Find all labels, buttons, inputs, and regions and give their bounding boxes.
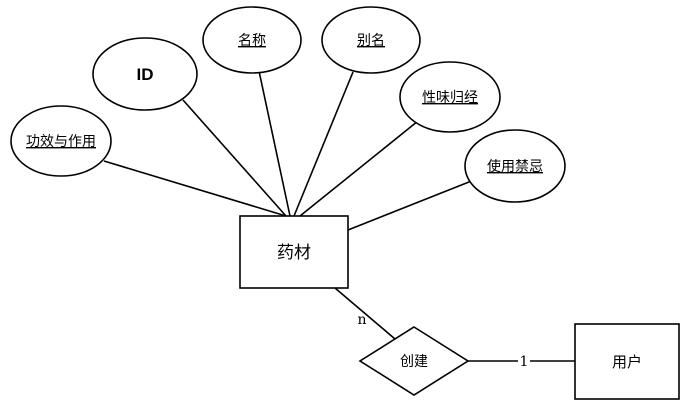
relationship-create-label: 创建 xyxy=(400,354,428,370)
entity-user-label: 用户 xyxy=(612,353,642,371)
cardinality-user: 1 xyxy=(520,354,529,370)
attribute-name: 名称 xyxy=(202,6,302,74)
connector-name xyxy=(258,70,291,217)
cardinality-user-bg xyxy=(518,354,530,368)
entity-user: 用户 xyxy=(574,323,680,400)
entity-herb: 药材 xyxy=(239,215,349,289)
attribute-nature: 性味归经 xyxy=(399,61,501,133)
attribute-efficacy: 功效与作用 xyxy=(10,105,112,177)
attribute-nature-label: 性味归经 xyxy=(422,89,478,106)
attribute-id: ID xyxy=(92,37,198,111)
connector-contraindication xyxy=(347,179,475,231)
attribute-alias-label: 别名 xyxy=(357,33,385,49)
connector-efficacy xyxy=(103,160,287,217)
attribute-contraindication: 使用禁忌 xyxy=(464,129,566,203)
connector-herb-relationship xyxy=(334,287,396,340)
attribute-efficacy-label: 功效与作用 xyxy=(26,134,96,150)
entity-herb-label: 药材 xyxy=(277,243,311,263)
relationship-create: 创建 xyxy=(358,326,470,396)
attribute-alias: 别名 xyxy=(321,6,421,74)
cardinality-herb: n xyxy=(357,312,366,328)
connector-alias xyxy=(293,71,354,217)
connector-nature xyxy=(299,120,419,217)
attribute-id-label: ID xyxy=(137,65,154,84)
connector-id xyxy=(182,99,287,217)
attribute-contraindication-label: 使用禁忌 xyxy=(487,158,543,175)
attribute-name-label: 名称 xyxy=(238,33,266,49)
